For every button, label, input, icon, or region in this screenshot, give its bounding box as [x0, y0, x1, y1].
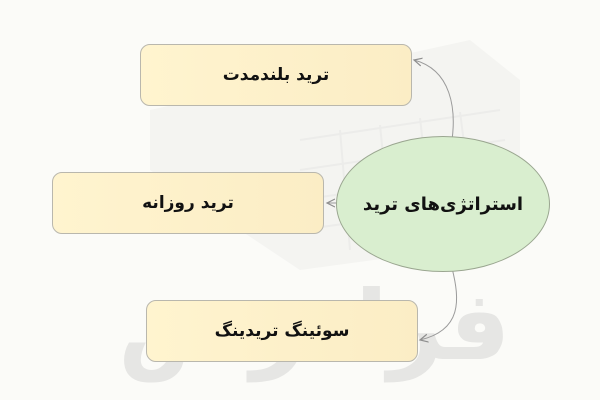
edge-to-swing: [420, 267, 458, 340]
node-swing-label: سوئینگ تریدینگ: [214, 321, 350, 341]
node-day-trading: ترید روزانه: [52, 172, 324, 234]
node-longterm-label: ترید بلندمدت: [222, 65, 330, 85]
node-swing-trading: سوئینگ تریدینگ: [146, 300, 418, 362]
node-longterm-trading: ترید بلندمدت: [140, 44, 412, 106]
node-day-label: ترید روزانه: [142, 193, 234, 213]
center-node-trading-strategies: استراتژی‌های ترید: [336, 136, 550, 272]
edge-to-longterm: [414, 60, 454, 141]
center-node-label: استراتژی‌های ترید: [362, 193, 524, 215]
